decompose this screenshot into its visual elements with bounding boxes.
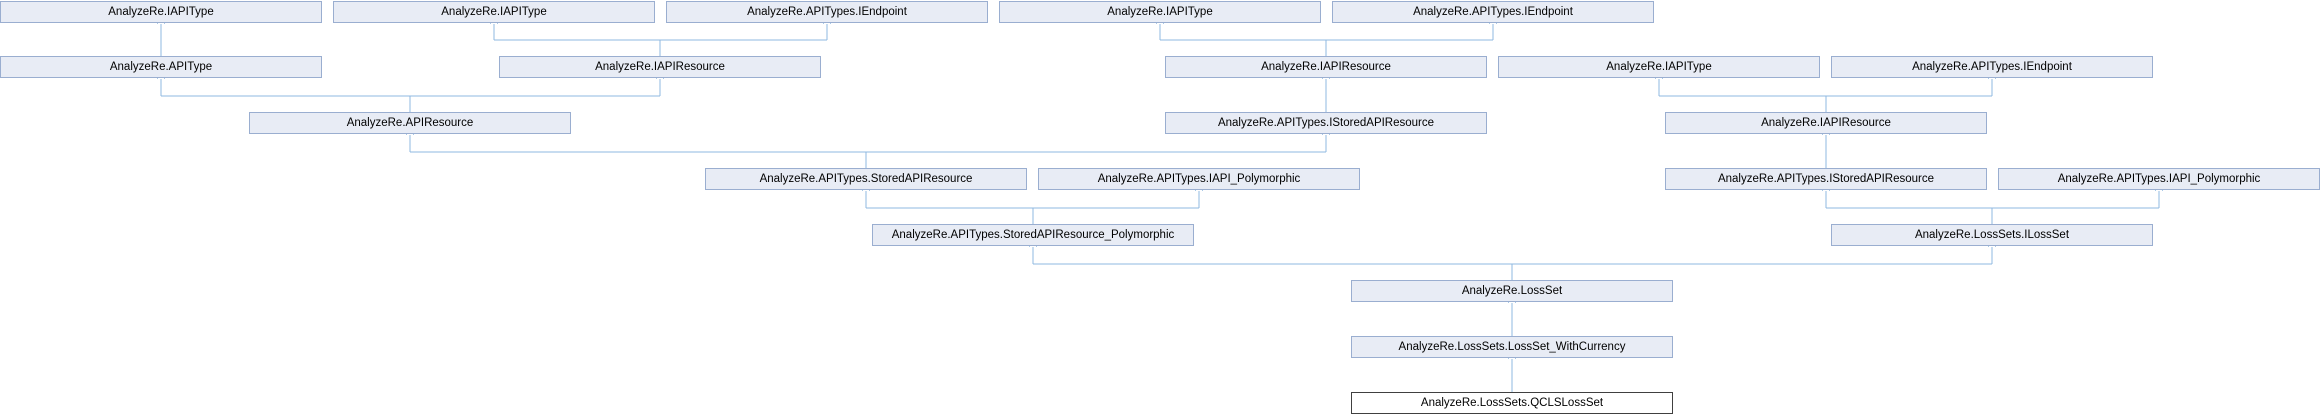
node-qclslossset-current[interactable]: AnalyzeRe.LossSets.QCLSLossSet [1351, 392, 1673, 414]
node-lossset[interactable]: AnalyzeRe.LossSet [1351, 280, 1673, 302]
node-storedapiresource[interactable]: AnalyzeRe.APITypes.StoredAPIResource [705, 168, 1027, 190]
node-iendpoint[interactable]: AnalyzeRe.APITypes.IEndpoint [1332, 1, 1654, 23]
node-iapiresource[interactable]: AnalyzeRe.IAPIResource [499, 56, 821, 78]
node-iendpoint[interactable]: AnalyzeRe.APITypes.IEndpoint [666, 1, 988, 23]
node-iapitype[interactable]: AnalyzeRe.IAPIType [999, 1, 1321, 23]
node-apiresource[interactable]: AnalyzeRe.APIResource [249, 112, 571, 134]
node-storedapiresource-polymorphic[interactable]: AnalyzeRe.APITypes.StoredAPIResource_Pol… [872, 224, 1194, 246]
node-iendpoint[interactable]: AnalyzeRe.APITypes.IEndpoint [1831, 56, 2153, 78]
node-istoredapiresource[interactable]: AnalyzeRe.APITypes.IStoredAPIResource [1165, 112, 1487, 134]
node-istoredapiresource[interactable]: AnalyzeRe.APITypes.IStoredAPIResource [1665, 168, 1987, 190]
node-iapitype[interactable]: AnalyzeRe.IAPIType [333, 1, 655, 23]
node-iapiresource[interactable]: AnalyzeRe.IAPIResource [1665, 112, 1987, 134]
node-iapitype[interactable]: AnalyzeRe.IAPIType [0, 1, 322, 23]
node-iapi-polymorphic[interactable]: AnalyzeRe.APITypes.IAPI_Polymorphic [1038, 168, 1360, 190]
node-ilossset[interactable]: AnalyzeRe.LossSets.ILossSet [1831, 224, 2153, 246]
node-lossset-withcurrency[interactable]: AnalyzeRe.LossSets.LossSet_WithCurrency [1351, 336, 1673, 358]
node-iapitype[interactable]: AnalyzeRe.IAPIType [1498, 56, 1820, 78]
node-apitype[interactable]: AnalyzeRe.APIType [0, 56, 322, 78]
node-iapiresource[interactable]: AnalyzeRe.IAPIResource [1165, 56, 1487, 78]
node-iapi-polymorphic[interactable]: AnalyzeRe.APITypes.IAPI_Polymorphic [1998, 168, 2320, 190]
